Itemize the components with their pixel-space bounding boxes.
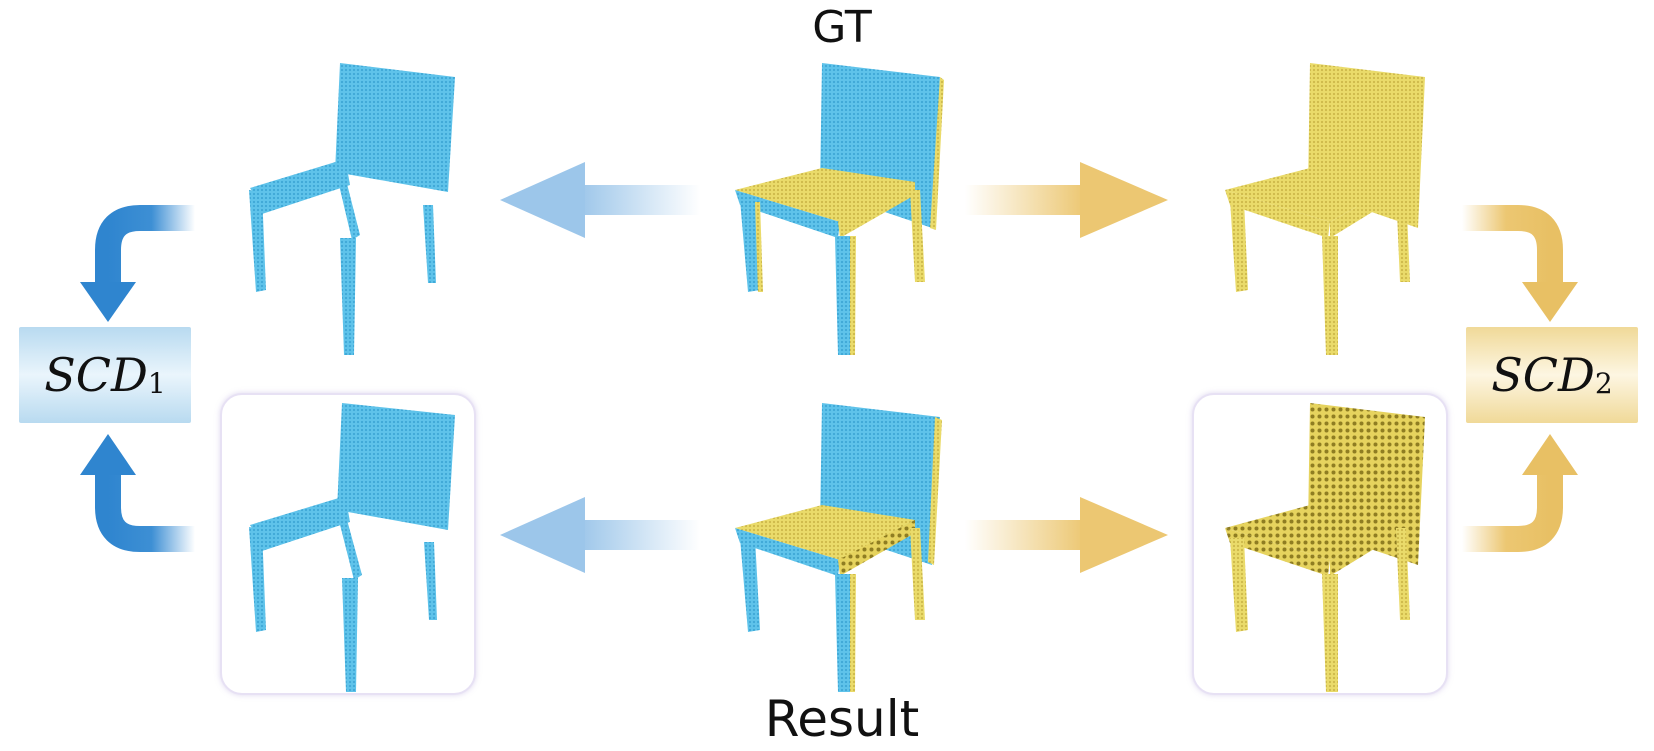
scd1-subscript: 1 xyxy=(147,366,166,400)
chair-gt-blue-part xyxy=(249,63,455,355)
chair-result-blue-part xyxy=(249,403,455,692)
bent-arrow-scd2-top xyxy=(1462,205,1578,322)
bent-arrow-scd1-top xyxy=(80,205,195,322)
result-label: Result xyxy=(764,690,920,748)
bent-arrow-scd1-bottom xyxy=(80,434,195,552)
chair-result-yellow-part xyxy=(1225,403,1425,692)
chair-gt-yellow-part xyxy=(1225,63,1425,355)
arrow-right-top xyxy=(965,162,1168,238)
scd2-subscript: 2 xyxy=(1594,366,1613,400)
scd1-base: SCD xyxy=(44,348,148,402)
chair-result-full xyxy=(735,403,942,692)
arrow-left-top xyxy=(500,162,700,238)
gt-label: GT xyxy=(812,2,872,53)
bent-arrow-scd2-bottom xyxy=(1462,434,1578,552)
arrow-left-bottom xyxy=(500,497,700,573)
chair-gt-full xyxy=(735,63,944,355)
arrow-right-bottom xyxy=(965,497,1168,573)
scd2-base: SCD xyxy=(1491,348,1595,402)
